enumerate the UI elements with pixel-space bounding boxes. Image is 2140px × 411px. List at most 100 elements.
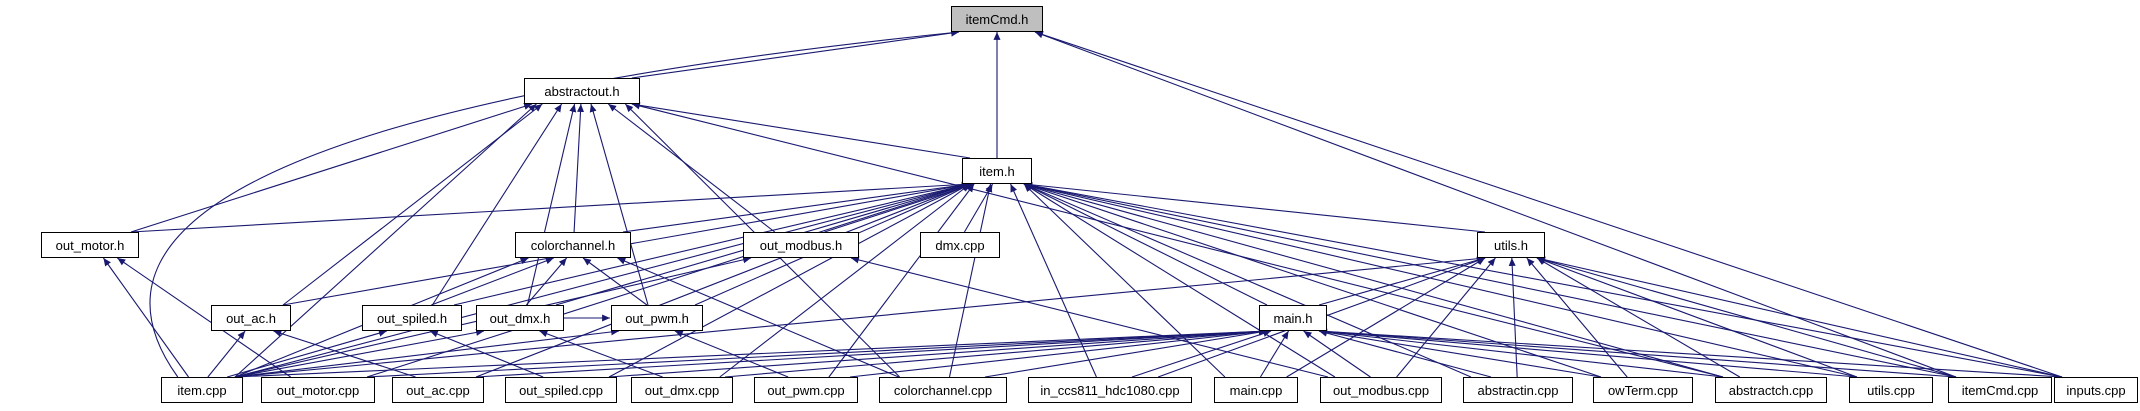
include-edge (1536, 256, 2063, 378)
include-edge (828, 183, 975, 378)
node-out_modbus.cpp[interactable]: out_modbus.cpp (1320, 377, 1442, 403)
include-edge (1259, 330, 1290, 378)
node-colorchannel.h[interactable]: colorchannel.h (515, 232, 631, 258)
include-edge (1303, 330, 1371, 378)
include-edge (453, 182, 971, 306)
node-abstractout.h[interactable]: abstractout.h (524, 78, 640, 104)
include-edge (1034, 31, 2063, 378)
node-out_ac.cpp[interactable]: out_ac.cpp (392, 377, 484, 403)
include-edge (1536, 257, 1741, 378)
include-edge (475, 183, 971, 378)
node-out_spiled.cpp[interactable]: out_spiled.cpp (505, 377, 617, 403)
node-out_dmx.h[interactable]: out_dmx.h (476, 305, 564, 331)
node-item.h[interactable]: item.h (962, 158, 1032, 184)
include-edge (631, 102, 1724, 378)
include-edge (608, 183, 971, 378)
include-edge (573, 103, 585, 233)
node-dmx.cpp[interactable]: dmx.cpp (920, 232, 1000, 258)
include-edge (719, 183, 971, 378)
node-in_ccs811_hdc1080.cpp[interactable]: in_ccs811_hdc1080.cpp (1028, 377, 1192, 403)
include-edge (1023, 183, 1268, 306)
node-out_pwm.cpp[interactable]: out_pwm.cpp (754, 377, 858, 403)
include-edge (207, 330, 246, 378)
include-edge (622, 181, 971, 233)
include-edge (984, 328, 1268, 378)
include-edge (1318, 327, 2063, 378)
include-edge (431, 103, 563, 306)
include-edge (234, 328, 620, 378)
node-itemCmd.h: itemCmd.h (951, 6, 1043, 32)
include-edge (227, 329, 387, 378)
node-inputs.cpp[interactable]: inputs.cpp (2054, 377, 2138, 403)
include-edge (1318, 328, 1957, 378)
include-edge (429, 330, 544, 378)
node-utils.cpp[interactable]: utils.cpp (1849, 377, 1933, 403)
include-edge (234, 182, 971, 378)
include-edge (582, 257, 648, 306)
include-edge (526, 103, 577, 306)
include-edge (234, 327, 1268, 378)
include-edge (850, 256, 1329, 378)
node-abstractin.cpp[interactable]: abstractin.cpp (1463, 377, 1573, 403)
include-edge (1023, 182, 1858, 378)
node-out_pwm.h[interactable]: out_pwm.h (611, 305, 703, 331)
include-edge (1023, 182, 1957, 378)
include-edge (1318, 328, 1724, 378)
include-edge (607, 103, 776, 233)
include-edge (149, 29, 960, 378)
node-out_motor.h[interactable]: out_motor.h (41, 232, 139, 258)
node-colorchannel.cpp[interactable]: colorchannel.cpp (879, 377, 1007, 403)
include-edge (1010, 183, 1097, 378)
include-edge (475, 327, 1268, 378)
include-edge (117, 257, 291, 378)
include-edge (102, 257, 190, 378)
include-edge (273, 330, 416, 378)
include-edge (1396, 257, 1496, 378)
include-edge (234, 255, 1486, 378)
include-edge (1023, 183, 1226, 378)
include-edge (366, 183, 971, 378)
include-edge (1286, 257, 1486, 378)
include-edge (631, 29, 960, 79)
include-edge (234, 103, 537, 378)
include-edge (539, 330, 663, 378)
include-edge (608, 328, 1268, 378)
include-edge (1023, 181, 1486, 233)
include-edge (525, 257, 568, 306)
include-edge (1023, 183, 1336, 378)
include-edge (724, 328, 1268, 378)
node-owTerm.cpp[interactable]: owTerm.cpp (1593, 377, 1693, 403)
include-edge (1034, 31, 1957, 378)
include-edge (849, 328, 1268, 378)
node-itemCmd.cpp[interactable]: itemCmd.cpp (1948, 377, 2052, 403)
include-edge (1318, 328, 1858, 378)
node-abstractch.cpp[interactable]: abstractch.cpp (1715, 377, 1827, 403)
include-edge (130, 103, 533, 233)
include-edge (1023, 181, 2063, 378)
include-edge (1536, 256, 1957, 378)
include-edge (631, 101, 971, 159)
node-item.cpp[interactable]: item.cpp (161, 377, 243, 403)
node-out_motor.cpp[interactable]: out_motor.cpp (261, 377, 375, 403)
node-out_dmx.cpp[interactable]: out_dmx.cpp (631, 377, 733, 403)
node-out_spiled.h[interactable]: out_spiled.h (362, 305, 462, 331)
node-out_ac.h[interactable]: out_ac.h (211, 305, 291, 331)
node-out_modbus.h[interactable]: out_modbus.h (743, 232, 859, 258)
node-utils.h[interactable]: utils.h (1477, 232, 1545, 258)
node-main.cpp[interactable]: main.cpp (1214, 377, 1298, 403)
include-edge (366, 327, 1268, 378)
include-edge (1536, 257, 1858, 378)
include-edge (1318, 328, 1602, 378)
include-edge (674, 330, 789, 378)
include-edge (1508, 257, 1518, 378)
include-edge (1318, 256, 1486, 306)
include-edge (234, 328, 485, 378)
include-edge (1318, 329, 1492, 378)
include-edge (130, 180, 971, 233)
include-edge (431, 257, 554, 306)
node-main.h[interactable]: main.h (1259, 305, 1327, 331)
include-edge (1526, 257, 1628, 378)
include-edge (1131, 330, 1272, 378)
